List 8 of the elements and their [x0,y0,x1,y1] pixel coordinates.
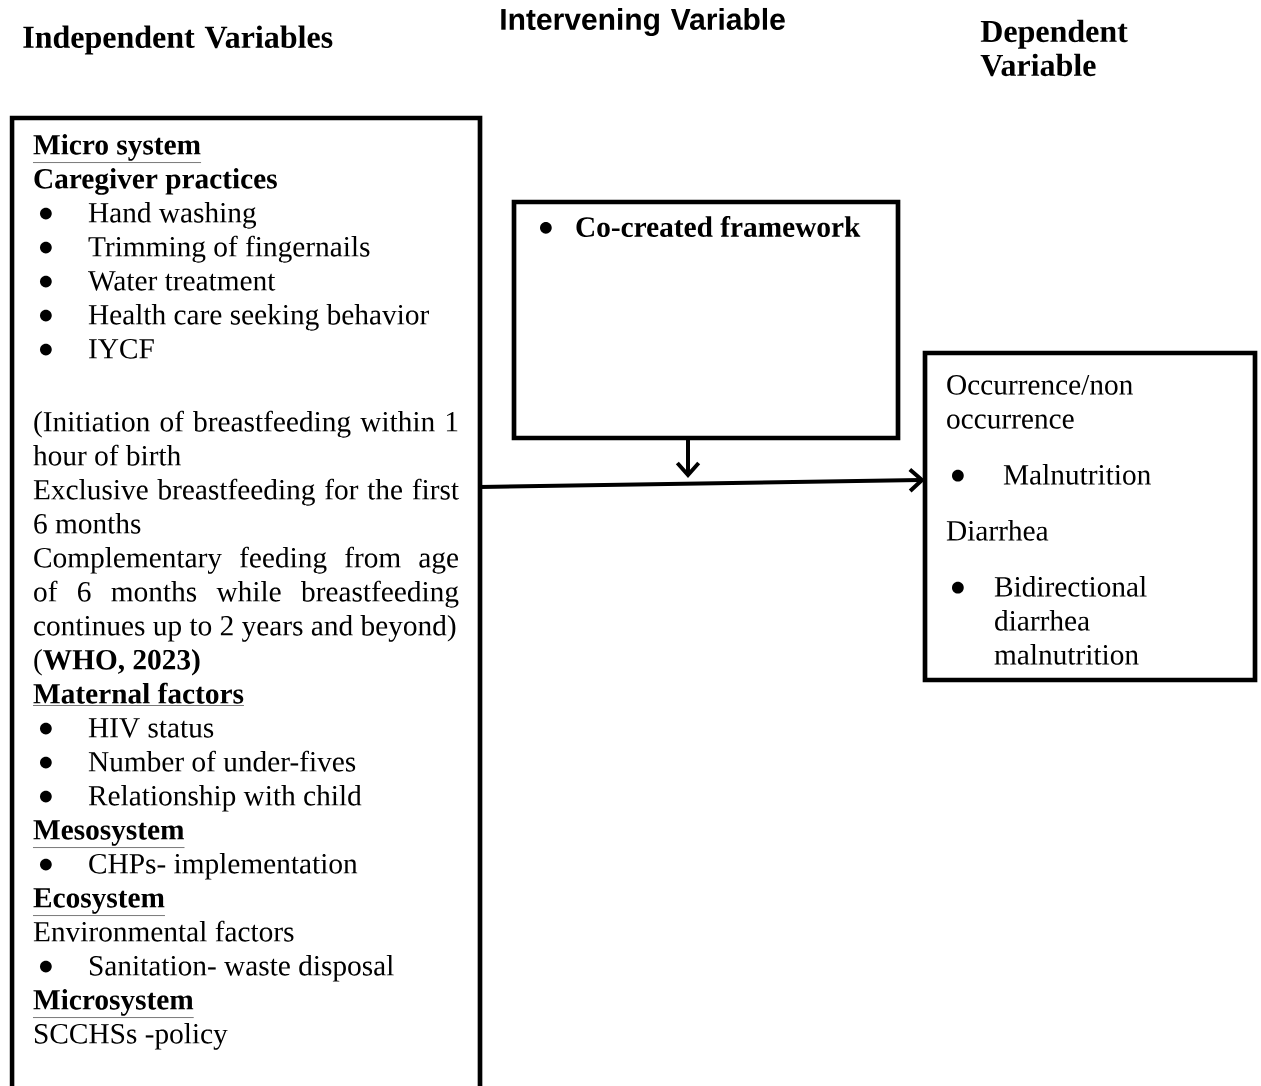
arrow [479,468,925,493]
outcome-box: Occurrence/non occurrence Malnutrition Diarrhea Bidirectional diarrhea malnutrition [922,350,1258,683]
column-heading: Independent Variables [23,25,333,55]
arrow [675,438,701,478]
column-heading: Dependent Variable [980,19,1128,77]
intervening-box: Co-created framework [511,199,901,441]
variables-box: Micro system Caregiver practices Hand washing Trimming of fingernails Water treatment Health care seeking behavior IYCF (Initiation of breastfeeding within 1 hour of birth Exclusive breastfeeding for the first 6 months Complementary feeding from age of 6 months while breastfeeding continues up to 2 years and beyond) (WHO, 2023) Maternal factors HIV status Number of under-fives Relationship with child Mesosystem CHPs- implementation Ecosystem Environmental factors Sanitation- waste disposal Microsystem SCCHSs -policy [9,115,483,1086]
column-heading: Intervening Variable [501,7,785,37]
